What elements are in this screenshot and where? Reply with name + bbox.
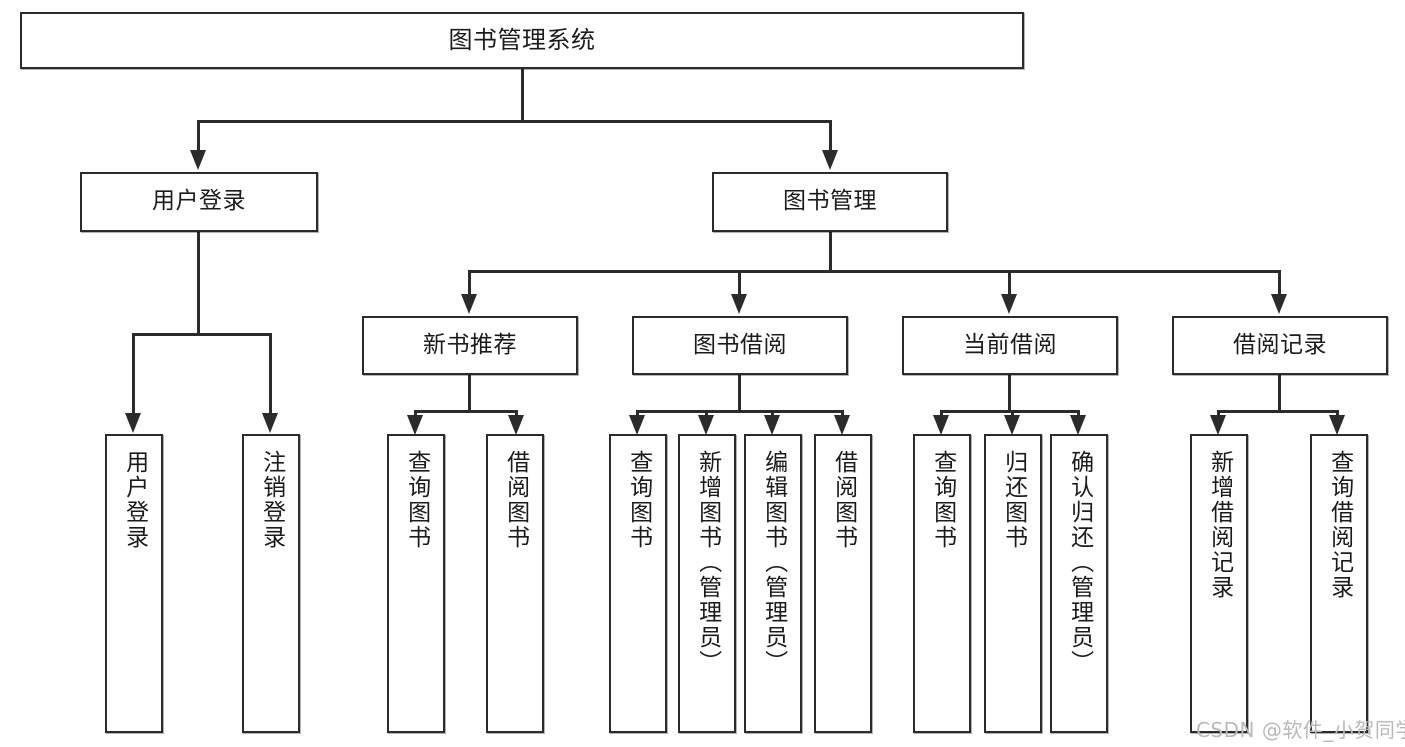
arrow-current	[1001, 294, 1017, 314]
leaf-add-borrow-record[interactable]: 新增借阅记录	[1190, 434, 1248, 733]
arrow-user-login	[190, 150, 206, 170]
node-book-borrow[interactable]: 图书借阅	[632, 316, 848, 375]
edge-drop-cb-1	[940, 410, 943, 418]
arrow-cb-1	[933, 415, 949, 435]
node-book-management[interactable]: 图书管理	[712, 172, 948, 232]
node-label: 查询借阅记录	[1326, 450, 1353, 600]
edge-new-book-bus	[414, 410, 518, 413]
arrow-borrow	[731, 294, 747, 314]
node-user-login[interactable]: 用户登录	[80, 172, 318, 232]
edge-drop-nb-2	[515, 410, 518, 418]
edge-root-stem	[521, 69, 524, 122]
edge-drop-bb-4	[841, 410, 844, 418]
edge-record-bus	[1217, 410, 1339, 413]
leaf-return-book[interactable]: 归还图书	[984, 434, 1042, 733]
leaf-query-book-current[interactable]: 查询图书	[913, 434, 971, 733]
edge-borrow-stem	[738, 375, 741, 412]
leaf-borrow-book[interactable]: 借阅图书	[814, 434, 872, 733]
edge-drop-cb-2	[1011, 410, 1014, 418]
node-label: 图书管理系统	[448, 26, 596, 55]
edge-record-stem	[1278, 375, 1281, 412]
arrow-rb-2	[1329, 415, 1345, 435]
arrow-leaf-logout	[262, 413, 278, 433]
leaf-user-login[interactable]: 用户登录	[105, 434, 163, 733]
leaf-add-book-admin[interactable]: 新增图书（管理员）	[678, 434, 736, 733]
arrow-book-manage	[822, 150, 838, 170]
edge-drop-cb-3	[1077, 410, 1080, 418]
node-label: 借阅记录	[1233, 331, 1327, 358]
leaf-query-book-borrow[interactable]: 查询图书	[609, 434, 667, 733]
node-label: 新增图书（管理员）	[694, 450, 721, 675]
node-root-system[interactable]: 图书管理系统	[20, 12, 1024, 69]
edge-drop-current	[1008, 270, 1011, 296]
node-label: 查询图书	[929, 450, 956, 550]
edge-drop-book-manage	[829, 120, 832, 152]
node-label: 查询图书	[625, 450, 652, 550]
node-label: 确认归还（管理员）	[1066, 450, 1093, 675]
node-label: 用户登录	[121, 450, 148, 550]
edge-book-manage-stem	[829, 232, 832, 272]
node-label: 编辑图书（管理员）	[760, 450, 787, 675]
edge-user-login-bus	[132, 333, 270, 336]
node-current-borrow[interactable]: 当前借阅	[902, 316, 1118, 375]
arrow-leaf-user-login	[125, 413, 141, 433]
node-borrow-record[interactable]: 借阅记录	[1172, 316, 1388, 375]
node-label: 借阅图书	[502, 450, 529, 550]
arrow-rb-1	[1210, 415, 1226, 435]
node-label: 当前借阅	[963, 331, 1057, 358]
arrow-cb-2	[1004, 415, 1020, 435]
leaf-query-borrow-record[interactable]: 查询借阅记录	[1310, 434, 1368, 733]
edge-drop-new-book	[468, 270, 471, 296]
node-new-book-recommend[interactable]: 新书推荐	[362, 316, 578, 375]
leaf-confirm-return-admin[interactable]: 确认归还（管理员）	[1050, 434, 1108, 733]
arrow-bb-1	[629, 415, 645, 435]
edge-drop-bb-2	[705, 410, 708, 418]
edge-drop-borrow	[738, 270, 741, 296]
edge-drop-bb-1	[636, 410, 639, 418]
edge-current-stem	[1008, 375, 1011, 412]
arrow-nb-1	[407, 415, 423, 435]
edge-drop-rb-2	[1336, 410, 1339, 418]
arrow-record	[1271, 294, 1287, 314]
node-label: 新书推荐	[423, 331, 517, 358]
arrow-bb-3	[764, 415, 780, 435]
edge-new-book-stem	[468, 375, 471, 412]
edge-level2-bus	[468, 270, 1280, 273]
edge-current-bus	[940, 410, 1079, 413]
leaf-logout[interactable]: 注销登录	[242, 434, 300, 733]
arrow-bb-4	[834, 415, 850, 435]
arrow-cb-3	[1070, 415, 1086, 435]
edge-borrow-bus	[636, 410, 844, 413]
edge-drop-rb-1	[1217, 410, 1220, 418]
leaf-borrow-book-recommend[interactable]: 借阅图书	[486, 434, 544, 733]
node-label: 图书借阅	[693, 331, 787, 358]
node-label: 归还图书	[1000, 450, 1027, 550]
arrow-new-book	[461, 294, 477, 314]
node-label: 用户登录	[152, 188, 246, 215]
edge-drop-record	[1278, 270, 1281, 296]
edge-drop-user-login	[197, 120, 200, 152]
leaf-edit-book-admin[interactable]: 编辑图书（管理员）	[744, 434, 802, 733]
arrow-bb-2	[698, 415, 714, 435]
node-label: 图书管理	[783, 188, 877, 215]
edge-drop-bb-3	[771, 410, 774, 418]
edge-drop-leaf-user-login	[132, 333, 135, 415]
edge-level1-bus	[197, 120, 831, 123]
leaf-query-book-recommend[interactable]: 查询图书	[387, 434, 445, 733]
edge-drop-leaf-logout	[269, 333, 272, 415]
node-label: 新增借阅记录	[1206, 450, 1233, 600]
node-label: 借阅图书	[830, 450, 857, 550]
arrow-nb-2	[508, 415, 524, 435]
edge-drop-nb-1	[414, 410, 417, 418]
edge-user-login-stem	[197, 232, 200, 335]
node-label: 注销登录	[258, 450, 285, 550]
node-label: 查询图书	[403, 450, 430, 550]
